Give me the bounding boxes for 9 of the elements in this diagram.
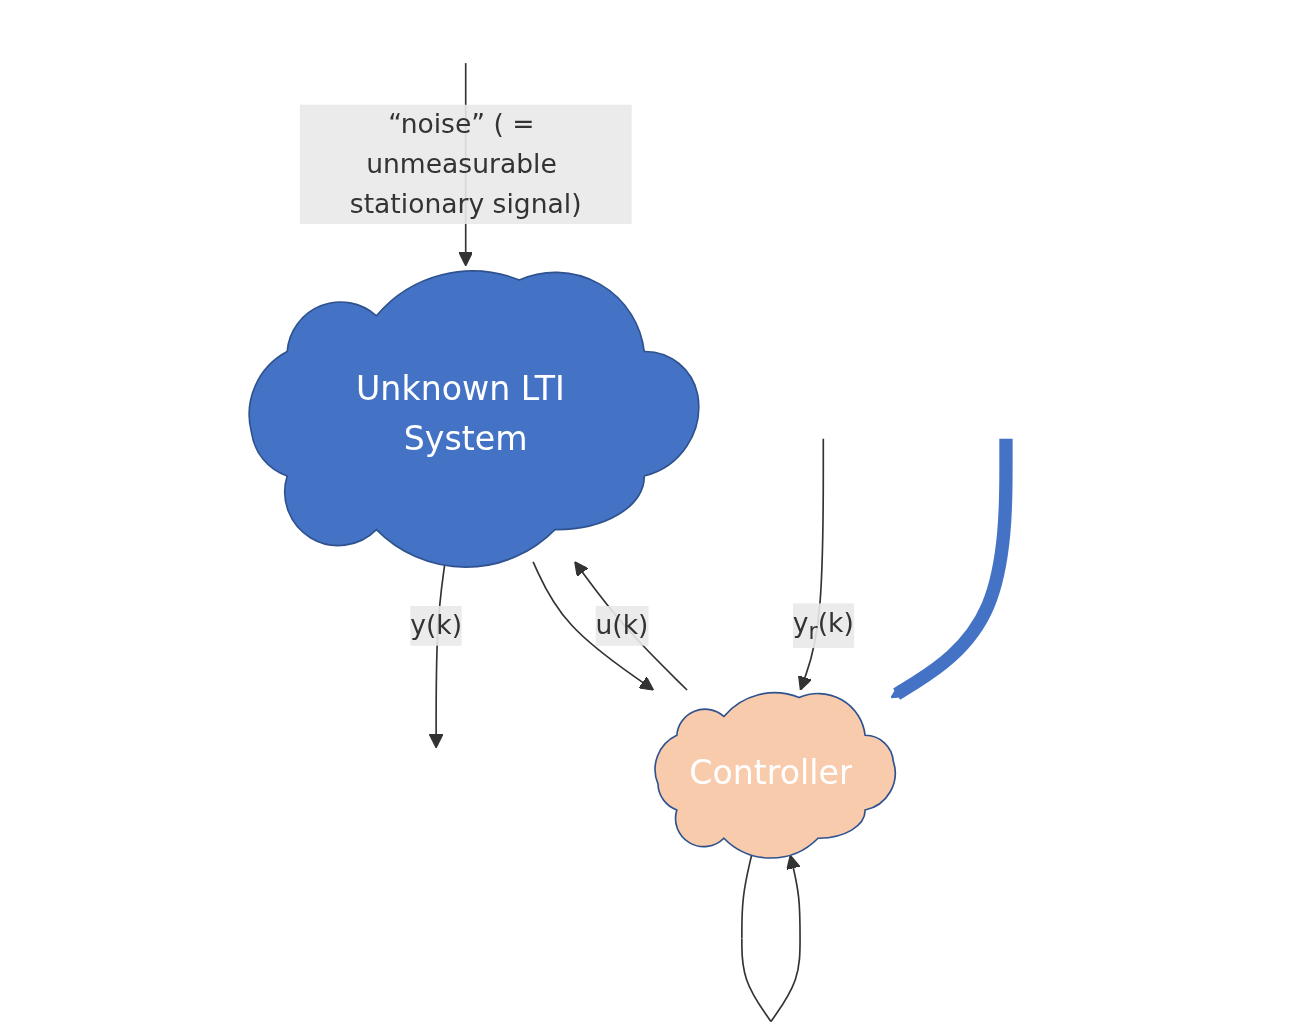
cloud-node: Unknown LTI System <box>248 270 700 568</box>
edge-label: u(k) <box>595 606 649 646</box>
arrow <box>574 561 688 691</box>
edge-label: “noise” ( = unmeasurable stationary signal) <box>299 104 632 225</box>
arrow <box>890 438 1013 700</box>
cloud-node: Controller <box>654 691 896 859</box>
edge-label: y$_{r}$(k) <box>792 603 854 649</box>
edge-label: y(k) <box>410 606 463 646</box>
arrow <box>532 561 655 691</box>
